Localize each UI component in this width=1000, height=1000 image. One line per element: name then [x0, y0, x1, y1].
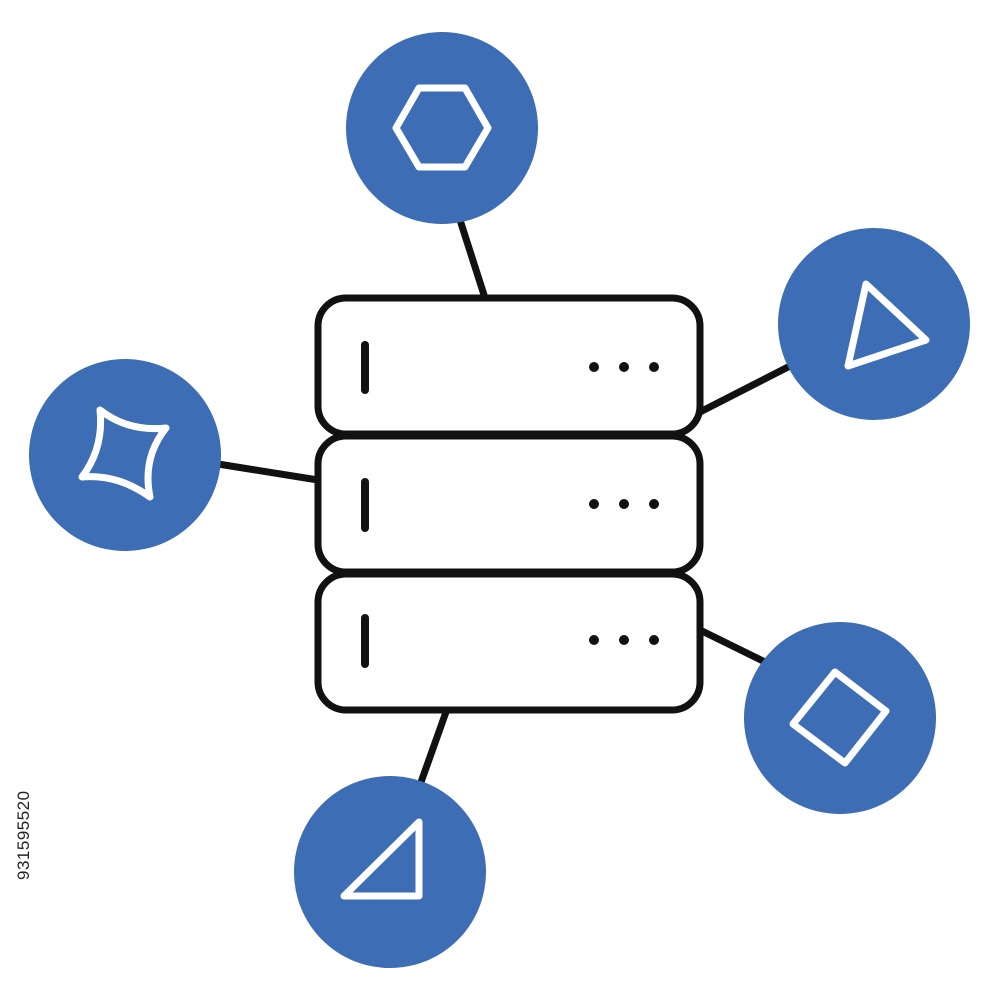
connector-star [214, 460, 322, 484]
server-rack-icon [314, 294, 704, 714]
square-node [744, 622, 936, 814]
play-triangle-icon [844, 280, 930, 370]
triangle-right-node [778, 228, 970, 420]
diamond-square-icon [789, 668, 890, 767]
star-node [29, 359, 221, 551]
hexagon-node [346, 32, 538, 224]
status-dots-icon [589, 362, 659, 372]
server-unit [314, 570, 704, 714]
connectors [214, 216, 794, 789]
connector-hexagon [456, 216, 489, 302]
four-point-star-icon [78, 406, 170, 501]
connector-triangle-right [696, 362, 794, 416]
right-triangle-icon [340, 818, 423, 900]
side-identifier: 931595520 [14, 790, 33, 880]
right-triangle-node [294, 776, 486, 968]
connector-right-triangle [416, 708, 450, 789]
server-unit [314, 294, 704, 438]
server-unit [314, 432, 704, 576]
hexagon-icon [392, 84, 492, 171]
status-dots-icon [589, 635, 659, 645]
connector-square [696, 626, 769, 666]
status-dots-icon [589, 499, 659, 509]
